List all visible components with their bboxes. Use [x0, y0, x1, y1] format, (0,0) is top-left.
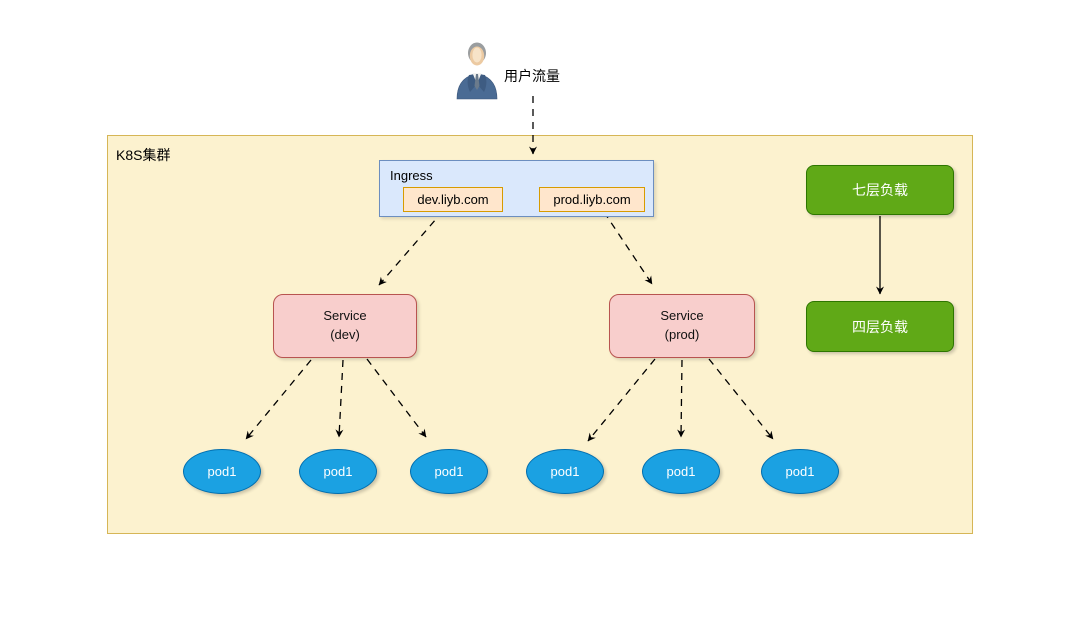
service-dev-node: Service (dev) [273, 294, 417, 358]
pod-node: pod1 [183, 449, 261, 494]
layer4-loadbalancer-node: 四层负载 [806, 301, 954, 352]
service-dev-name: Service [323, 308, 367, 324]
pod-node: pod1 [526, 449, 604, 494]
service-prod-node: Service (prod) [609, 294, 755, 358]
pod-node: pod1 [761, 449, 839, 494]
pod-node: pod1 [299, 449, 377, 494]
ingress-title: Ingress [390, 168, 433, 183]
pod-node: pod1 [642, 449, 720, 494]
layer7-loadbalancer-node: 七层负载 [806, 165, 954, 215]
ingress-node: Ingress dev.liyb.com prod.liyb.com [379, 160, 654, 217]
cluster-title: K8S集群 [116, 147, 171, 163]
service-prod-env: (prod) [664, 327, 700, 342]
ingress-host-dev: dev.liyb.com [403, 187, 503, 212]
service-prod-name: Service [660, 308, 704, 324]
business-user-icon [456, 42, 498, 100]
pod-node: pod1 [410, 449, 488, 494]
user-traffic-label: 用户流量 [504, 68, 560, 84]
ingress-host-prod: prod.liyb.com [539, 187, 645, 212]
service-dev-env: (dev) [330, 327, 360, 342]
